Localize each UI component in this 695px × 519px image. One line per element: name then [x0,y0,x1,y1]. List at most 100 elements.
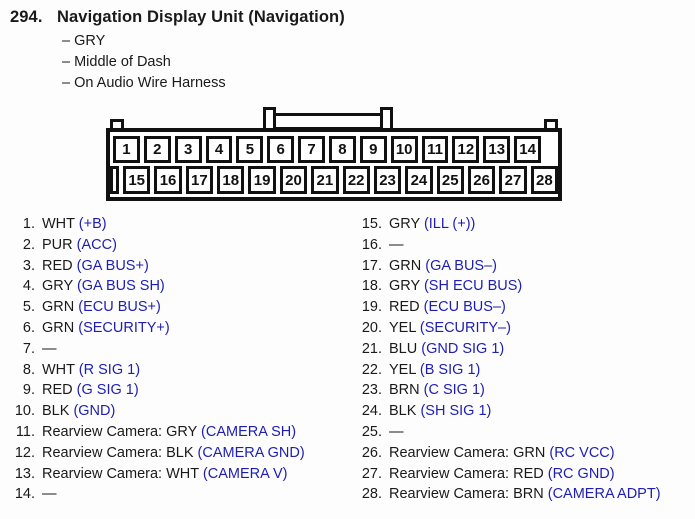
pin-row-22: 22.YEL (B SIG 1) [355,360,690,381]
connector-pin-25: 25 [436,166,464,194]
pin-number: 8. [22,361,35,378]
pin-row-25: 25.— [355,422,690,443]
pin-signal-name: (G SIG 1) [76,382,139,399]
pin-description: Rearview Camera: BLK (CAMERA GND) [42,443,305,464]
pin-row-9: 9.RED (G SIG 1) [13,380,348,401]
section-number: 294. [10,8,43,26]
pin-wire-color: GRY [42,278,73,295]
pin-wire-color: YEL [389,319,416,336]
pin-number: 19. [361,299,382,316]
pin-row-14: 14. — [13,484,348,505]
detail-list: – GRY– Middle of Dash– On Audio Wire Har… [62,31,226,94]
pin-row-8: 8. WHT (R SIG 1) [13,360,348,381]
pin-row-15: 15.GRY (ILL (+)) [355,214,690,235]
connector-pin-13: 13 [483,136,511,163]
connector-pin-28: 28 [530,166,559,194]
pin-row-3: 3.RED (GA BUS+) [13,256,348,277]
pin-description: — [42,339,57,360]
pin-row-23: 23. BRN (C SIG 1) [355,380,690,401]
pin-wire-color: Rearview Camera: WHT [42,465,199,482]
connector-pin-22: 22 [342,166,370,194]
pin-row-7: 7. — [13,339,348,360]
pin-wire-color: GRN [42,299,75,316]
pin-number: 13. [14,465,35,482]
pin-signal-name: (ACC) [76,236,117,253]
pin-row-12: 12. Rearview Camera: BLK (CAMERA GND) [13,443,348,464]
pin-wire-color: WHT [42,216,75,232]
connector-pin-2: 2 [143,136,171,163]
pin-wire-color: WHT [42,361,75,378]
pin-row-16: 16.— [355,235,690,256]
section-title-text: Navigation Display Unit (Navigation) [57,8,345,26]
pin-signal-name: (B SIG 1) [419,361,481,378]
pin-description: WHT (R SIG 1) [42,360,140,381]
pin-description: RED (ECU BUS–) [389,297,506,318]
connector-pin-9: 9 [359,136,387,163]
pin-wire-color: PUR [42,236,73,253]
connector-pin-18: 18 [217,166,245,194]
pin-description: Rearview Camera: BRN (CAMERA ADPT) [389,484,661,505]
connector-blank-slot [110,166,119,194]
pin-number: 14. [14,486,35,503]
pin-description: Rearview Camera: GRN (RC VCC) [389,443,615,464]
pin-signal-name: (CAMERA SH) [201,423,297,440]
pin-description: BRN (C SIG 1) [389,380,485,401]
connector-pin-4: 4 [205,136,233,163]
section-title: 294. Navigation Display Unit (Navigation… [10,8,345,27]
pin-row-1: 1.WHT (+B) [13,214,348,235]
pin-row-2: 2.PUR (ACC) [13,235,348,256]
connector-pin-1: 1 [113,136,140,163]
connector-pin-27: 27 [499,166,527,194]
pin-row-17: 17. GRN (GA BUS–) [355,256,690,277]
connector-pin-24: 24 [405,166,433,194]
pin-wire-color: — [42,486,57,503]
pin-number: 9. [22,382,35,399]
pin-row-28: 28. Rearview Camera: BRN (CAMERA ADPT) [355,484,690,505]
pin-row-26: 26.Rearview Camera: GRN (RC VCC) [355,443,690,464]
pin-description: GRN (SECURITY+) [42,318,170,339]
pin-row-27: 27.Rearview Camera: RED (RC GND) [355,464,690,485]
pin-signal-name: (GA BUS SH) [76,278,165,295]
pin-number: 12. [14,444,35,461]
pin-number: 7. [22,340,35,357]
pin-number: 28. [361,486,382,503]
pin-signal-name: (RC GND) [547,465,615,482]
detail-item-1: – GRY [62,33,106,49]
connector-pin-3: 3 [174,136,202,163]
pin-wire-color: — [389,236,404,253]
connector-pin-10: 10 [390,136,418,163]
pin-number: 17. [361,257,382,274]
pin-description: — [42,484,57,505]
pin-description: GRY (SH ECU BUS) [389,276,522,297]
connector-pin-12: 12 [452,136,480,163]
pin-wire-color: GRN [42,319,75,336]
pin-number: 23. [361,382,382,399]
pin-number: 1. [22,216,35,232]
pin-number: 22. [361,361,382,378]
pin-description: YEL (SECURITY–) [389,318,511,339]
pin-signal-name: (GA BUS–) [425,257,497,274]
pin-list-left: 1.WHT (+B)2.PUR (ACC)3.RED (GA BUS+)4.GR… [13,214,348,505]
pin-row-10: 10.BLK (GND) [13,401,348,422]
pin-wire-color: BLK [389,403,417,420]
pin-wire-color: Rearview Camera: GRY [42,423,197,440]
pin-wire-color: RED [42,257,73,274]
connector-pin-14: 14 [514,136,542,163]
pin-number: 18. [361,278,382,295]
pin-wire-color: GRY [389,278,420,295]
pin-description: Rearview Camera: RED (RC GND) [389,464,615,485]
pin-number: 3. [22,257,35,274]
pin-number: 15. [361,216,382,232]
pin-description: PUR (ACC) [42,235,117,256]
pin-description: GRN (GA BUS–) [389,256,497,277]
pin-description: GRN (ECU BUS+) [42,297,161,318]
pin-signal-name: (C SIG 1) [423,382,485,399]
pin-signal-name: (SH ECU BUS) [423,278,523,295]
pin-description: Rearview Camera: GRY (CAMERA SH) [42,422,296,443]
pin-row-6: 6.GRN (SECURITY+) [13,318,348,339]
